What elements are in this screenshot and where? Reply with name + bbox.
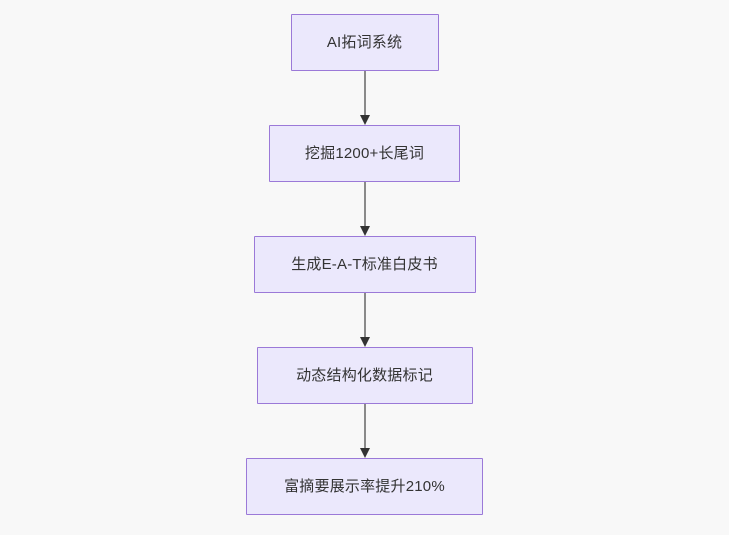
connector-line [363, 182, 366, 227]
flow-node-mine-longtail-keywords[interactable]: 挖掘1200+长尾词 [269, 125, 460, 182]
arrow-down-icon [359, 337, 370, 347]
flow-node-label: 生成E-A-T标准白皮书 [291, 256, 438, 273]
flow-connector-n1-n2 [358, 71, 372, 125]
flow-node-generate-eat-whitepaper[interactable]: 生成E-A-T标准白皮书 [253, 236, 476, 293]
flow-node-label: AI拓词系统 [326, 34, 403, 51]
flow-connector-n4-n5 [358, 404, 372, 458]
flow-connector-n3-n4 [358, 293, 372, 347]
flow-node-ai-keyword-system[interactable]: AI拓词系统 [290, 14, 439, 71]
connector-line [363, 293, 366, 338]
flow-node-label: 富摘要展示率提升210% [284, 478, 445, 495]
arrow-down-icon [359, 226, 370, 236]
arrow-down-icon [359, 448, 370, 458]
flow-connector-n2-n3 [358, 182, 372, 236]
connector-line [363, 71, 366, 116]
arrow-down-icon [359, 115, 370, 125]
flow-node-label: 动态结构化数据标记 [296, 367, 433, 384]
flow-node-rich-snippet-impression-lift[interactable]: 富摘要展示率提升210% [246, 458, 483, 515]
flow-node-dynamic-structured-data-markup[interactable]: 动态结构化数据标记 [256, 347, 473, 404]
flow-node-label: 挖掘1200+长尾词 [304, 145, 425, 162]
connector-line [363, 404, 366, 449]
